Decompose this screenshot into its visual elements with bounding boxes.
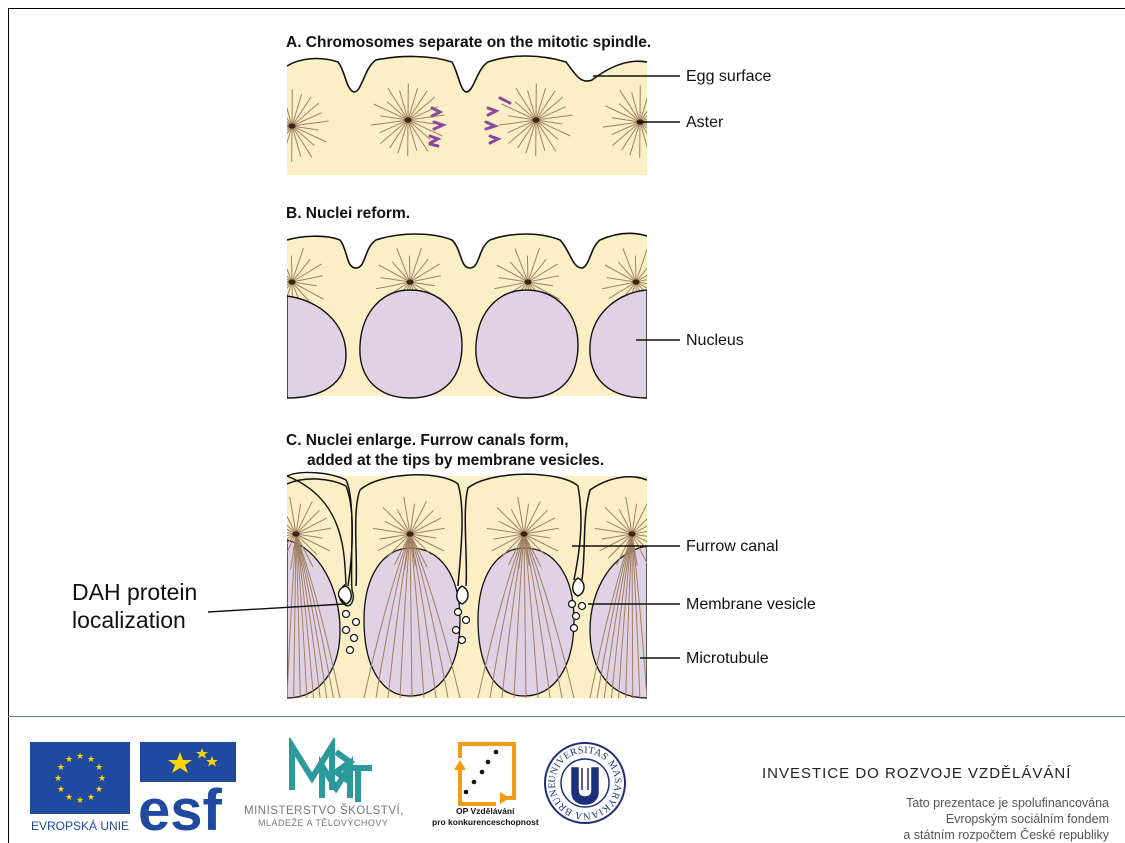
eu-star: ★: [95, 762, 103, 772]
nucleus-b3: [476, 290, 578, 398]
muni-monogram: [572, 768, 598, 804]
egg-surface-label: Egg surface: [686, 68, 771, 85]
eu-star: ★: [76, 795, 84, 805]
nucleus-b2: [360, 290, 462, 398]
eu-star: ★: [95, 784, 103, 794]
op-frame: [460, 744, 514, 804]
dah-label-line2: localization: [72, 607, 186, 633]
muni-seal: UNIVERSITAS MASARYKIANA BRUNENSIS: [542, 740, 628, 826]
op-line1: OP Vzdělávání: [456, 806, 515, 816]
eu-star: ★: [57, 784, 65, 794]
eu-star: ★: [57, 762, 65, 772]
msmt-monogram: [292, 746, 372, 802]
panel-c-title-line1: C. Nuclei enlarge. Furrow canals form,: [286, 432, 569, 449]
panel-c-illustration: [259, 473, 667, 698]
msmt-line1: MINISTERSTVO ŠKOLSTVÍ,: [244, 804, 404, 817]
panel-a-illustration: [255, 56, 677, 175]
investice-heading: INVESTICE DO ROZVOJE VZDĚLÁVÁNÍ: [762, 765, 1071, 782]
eu-label: EVROPSKÁ UNIE: [31, 818, 129, 832]
eu-star: ★: [54, 773, 62, 783]
op-line2: pro konkurenceschopnost: [432, 817, 539, 827]
eu-star: ★: [87, 754, 95, 764]
msmt-line2: MLÁDEŽE A TĚLOVÝCHOVY: [258, 818, 388, 828]
microtubule-label: Microtubule: [686, 650, 769, 667]
panel-a-cytoplasm: [287, 56, 647, 175]
panel-c-cytoplasm: [287, 476, 647, 698]
eu-star: ★: [65, 754, 73, 764]
funding-line1: Tato prezentace je spolufinancována: [906, 796, 1109, 810]
panel-a-title: A. Chromosomes separate on the mitotic s…: [286, 34, 651, 51]
eu-logo: ★★★★★★★★★★★★ EVROPSKÁ UNIE: [30, 742, 130, 832]
funding-line2: Evropským sociálním fondem: [946, 812, 1109, 826]
cellularization-diagram: A. Chromosomes separate on the mitotic s…: [0, 0, 1125, 720]
op-logo: OP Vzdělávání pro konkurenceschopnost: [430, 740, 550, 832]
eu-star: ★: [76, 751, 84, 761]
msmt-logo: MINISTERSTVO ŠKOLSTVÍ, MLÁDEŽE A TĚLOVÝC…: [244, 738, 424, 830]
panel-b-illustration: [258, 233, 667, 398]
op-dots: [464, 750, 499, 795]
nucleus-label: Nucleus: [686, 332, 744, 349]
footer-divider: [8, 716, 1125, 717]
eu-star: ★: [87, 792, 95, 802]
eu-star: ★: [65, 792, 73, 802]
funding-line3: a státním rozpočtem České republiky: [903, 828, 1109, 842]
aster-label: Aster: [686, 114, 724, 131]
eu-star: ★: [98, 773, 106, 783]
panel-c-title-line2: added at the tips by membrane vesicles.: [307, 452, 604, 469]
membrane-vesicle-label: Membrane vesicle: [686, 596, 816, 613]
esf-logo: esf: [140, 742, 240, 832]
panel-b-title: B. Nuclei reform.: [286, 205, 410, 222]
furrow-canal-label: Furrow canal: [686, 538, 778, 555]
dah-label-line1: DAH protein: [72, 579, 197, 605]
esf-text: esf: [140, 778, 223, 832]
